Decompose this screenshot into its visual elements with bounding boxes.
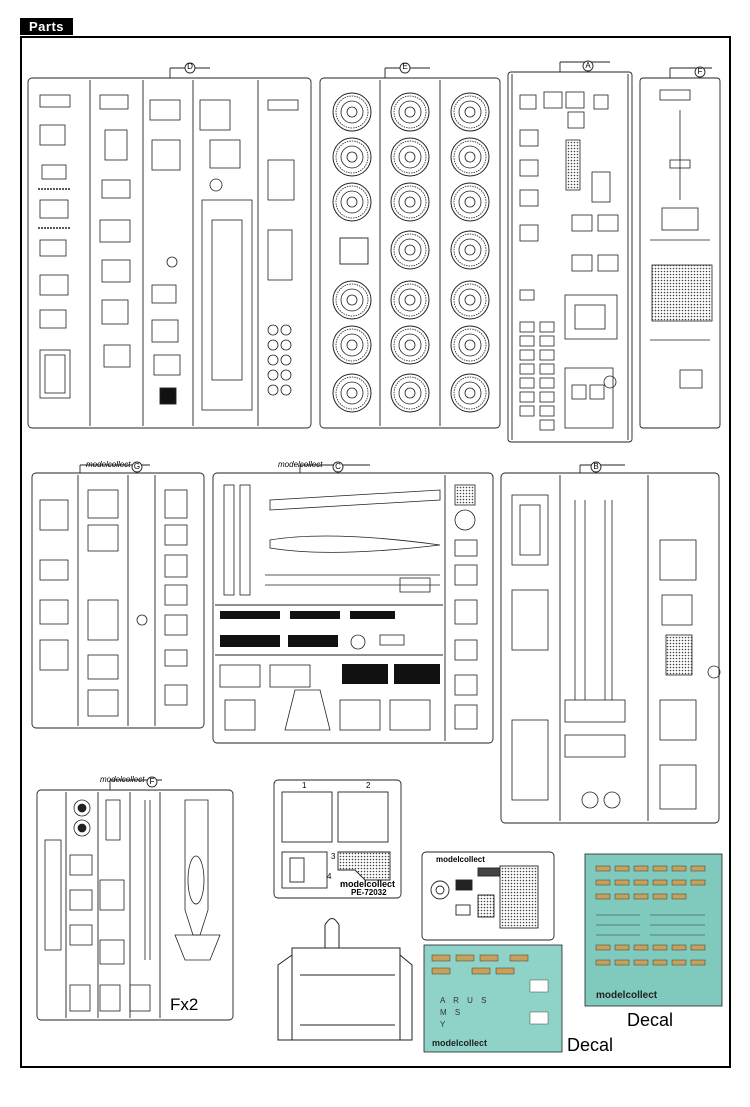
pe-part-number-1: 1: [302, 781, 307, 790]
decal-text-line2: M S: [440, 1008, 463, 1017]
decal-sheet-large: modelcollect: [584, 853, 723, 1007]
sprue-label-g: G: [133, 462, 141, 471]
brand-tag-c: modelcollect: [278, 460, 323, 469]
decal-brand-small: modelcollect: [432, 1038, 487, 1048]
sprue-g: [31, 461, 205, 729]
sprue-label-f-top: F: [697, 67, 703, 76]
sprue-a: [507, 60, 633, 443]
brand-tag-metal: modelcollect: [436, 855, 485, 864]
sprue-label-d: D: [187, 62, 193, 71]
brand-tag-f: modelcollect: [100, 775, 145, 784]
sprue-c: [212, 461, 494, 744]
pe-part-number-2: 2: [366, 781, 371, 790]
photo-etch-fret: [273, 779, 402, 899]
page-title: Parts: [20, 18, 73, 35]
decal-sheet-small: A R U S M S Y modelcollect: [423, 944, 563, 1053]
sprue-d: [27, 62, 312, 429]
cab-part-outline: [277, 918, 413, 1041]
sprue-b: [500, 461, 721, 824]
pe-code: PE-72032: [351, 888, 387, 897]
metal-fret: [421, 851, 555, 941]
fx2-label: Fx2: [170, 995, 199, 1014]
sprue-f-bottom: [36, 776, 234, 1021]
brand-tag-pe: modelcollect: [340, 879, 396, 889]
sprue-label-a: A: [585, 61, 591, 70]
sprue-e: [319, 62, 501, 429]
sprue-label-c: C: [335, 462, 341, 471]
sprue-label-f-bottom: F: [149, 777, 155, 786]
sprue-f-top: [639, 66, 721, 429]
decal-brand-large: modelcollect: [596, 990, 658, 1001]
decal-text-line1: A R U S: [440, 996, 489, 1005]
pe-part-number-4: 4: [327, 872, 332, 881]
decal-text-line3: Y: [440, 1020, 448, 1029]
sprue-label-e: E: [402, 62, 408, 71]
pe-part-number-3: 3: [331, 852, 336, 861]
decal-label-right: Decal: [627, 1010, 674, 1030]
brand-tag-g: modelcollect: [86, 460, 131, 469]
decal-label-center: Decal: [567, 1035, 614, 1055]
parts-frame: [20, 36, 731, 1068]
sprue-label-b: B: [593, 462, 599, 471]
